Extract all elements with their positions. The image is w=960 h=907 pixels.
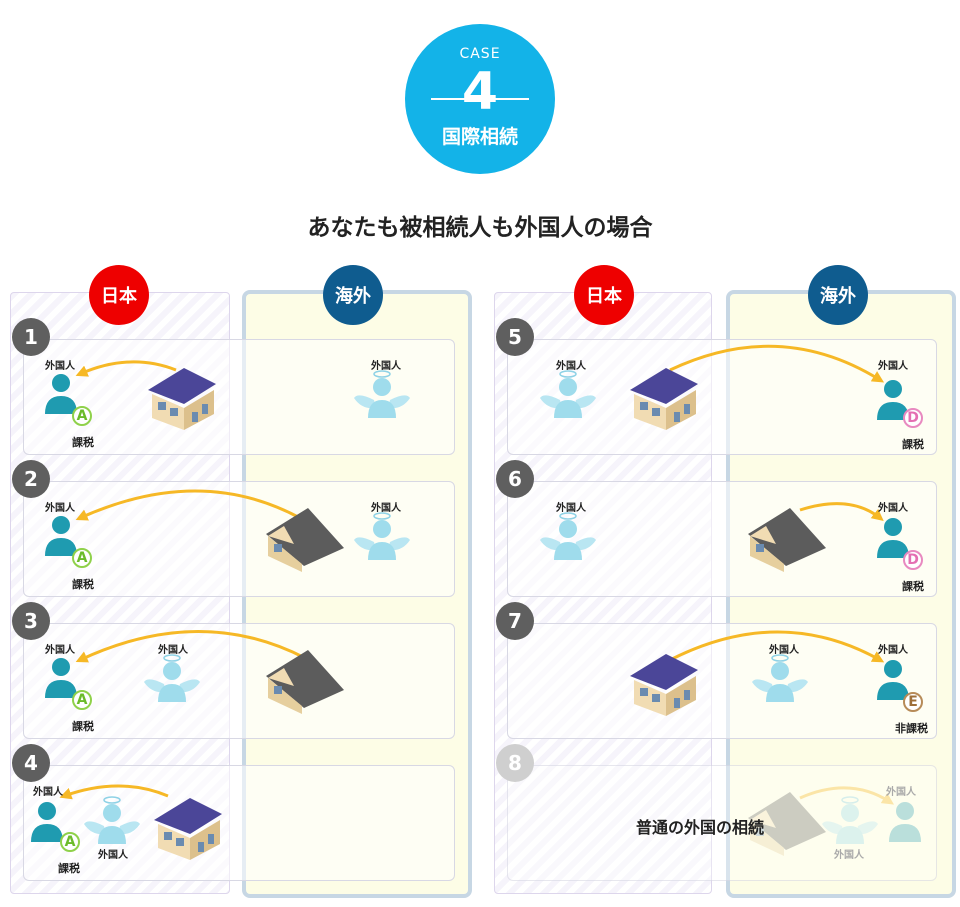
deceased-angel-icon — [822, 796, 878, 844]
tax-category-badge: A — [72, 406, 92, 426]
overseas-label-left: 海外 — [323, 265, 383, 325]
scenario-row — [507, 481, 937, 597]
scenario-row — [23, 339, 455, 455]
house-icon — [748, 508, 826, 572]
case-label: CASE — [459, 46, 501, 62]
inheritance-arrow — [75, 360, 177, 377]
foreigner-label: 外国人 — [45, 503, 75, 514]
deceased-angel-icon — [752, 654, 808, 702]
heir-person-icon — [877, 518, 909, 558]
japan-label-right: 日本 — [574, 265, 634, 325]
foreigner-label: 外国人 — [769, 645, 799, 656]
tax-status-label: 課税 — [72, 578, 94, 591]
foreigner-label: 外国人 — [834, 850, 864, 861]
row-number: 5 — [496, 318, 534, 356]
two-storey-house-icon — [630, 654, 698, 716]
case-title: 国際相続 — [441, 126, 518, 148]
page-heading: あなたも被相続人も外国人の場合 — [307, 215, 653, 241]
deceased-angel-icon — [354, 370, 410, 418]
tax-status-label: 課税 — [902, 438, 924, 451]
row-number: 3 — [12, 602, 50, 640]
heir-person-icon — [45, 374, 77, 414]
house-icon — [266, 508, 344, 572]
foreigner-label: 外国人 — [371, 503, 401, 514]
foreigner-label: 外国人 — [371, 361, 401, 372]
heir-person-icon — [45, 658, 77, 698]
tax-status-label: 課税 — [902, 580, 924, 593]
inheritance-arrow — [75, 489, 301, 521]
foreigner-label: 外国人 — [886, 787, 916, 798]
scenario-row — [507, 339, 937, 455]
foreigner-label: 外国人 — [556, 361, 586, 372]
foreigner-label: 外国人 — [556, 503, 586, 514]
tax-category-badge: D — [903, 550, 923, 570]
heir-person-icon — [877, 380, 909, 420]
inheritance-arrow — [669, 630, 885, 663]
tax-status-label: 課税 — [58, 862, 80, 875]
heir-person-icon — [45, 516, 77, 556]
scenario-row — [23, 623, 455, 739]
japan-label-left: 日本 — [89, 265, 149, 325]
row-number: 2 — [12, 460, 50, 498]
deceased-angel-icon — [84, 796, 140, 844]
tax-status-label: 非課税 — [895, 722, 928, 735]
scenario-row — [23, 481, 455, 597]
heir-person-icon — [31, 802, 63, 842]
deceased-angel-icon — [144, 654, 200, 702]
deceased-angel-icon — [540, 370, 596, 418]
house-icon — [266, 650, 344, 714]
foreigner-label: 外国人 — [878, 503, 908, 514]
tax-status-label: 課税 — [72, 436, 94, 449]
inheritance-arrow — [799, 786, 895, 805]
house-icon — [748, 792, 826, 856]
foreigner-label: 外国人 — [878, 361, 908, 372]
row-number: 1 — [12, 318, 50, 356]
foreigner-label: 外国人 — [45, 645, 75, 656]
tax-category-badge: E — [903, 692, 923, 712]
heir-person-icon — [889, 802, 921, 842]
tax-status-label: 課税 — [72, 720, 94, 733]
scenario-row — [507, 623, 937, 739]
ordinary-foreign-inheritance-note: 普通の外国の相続 — [636, 818, 765, 837]
two-storey-house-icon — [154, 798, 222, 860]
row-number: 8 — [496, 744, 534, 782]
tax-category-badge: A — [60, 832, 80, 852]
foreigner-label: 外国人 — [158, 645, 188, 656]
two-storey-house-icon — [148, 368, 216, 430]
row-number: 4 — [12, 744, 50, 782]
foreigner-label: 外国人 — [45, 361, 75, 372]
case-number: 4 — [461, 62, 499, 122]
tax-category-badge: A — [72, 548, 92, 568]
deceased-angel-icon — [540, 512, 596, 560]
inheritance-arrow — [59, 784, 169, 800]
scenario-row — [507, 765, 937, 881]
deceased-angel-icon — [354, 512, 410, 560]
tax-category-badge: A — [72, 690, 92, 710]
tax-category-badge: D — [903, 408, 923, 428]
foreigner-label: 外国人 — [98, 850, 128, 861]
two-storey-house-icon — [630, 368, 698, 430]
badge-divider-right — [495, 98, 529, 100]
foreigner-label: 外国人 — [33, 787, 63, 798]
inheritance-arrow — [669, 344, 885, 383]
overseas-label-right: 海外 — [808, 265, 868, 325]
case-badge: CASE 4 国際相続 — [405, 24, 555, 174]
row-number: 6 — [496, 460, 534, 498]
inheritance-arrow — [799, 502, 884, 521]
inheritance-arrow — [75, 630, 306, 663]
badge-divider-left — [431, 98, 465, 100]
heir-person-icon — [877, 660, 909, 700]
row-number: 7 — [496, 602, 534, 640]
foreigner-label: 外国人 — [878, 645, 908, 656]
